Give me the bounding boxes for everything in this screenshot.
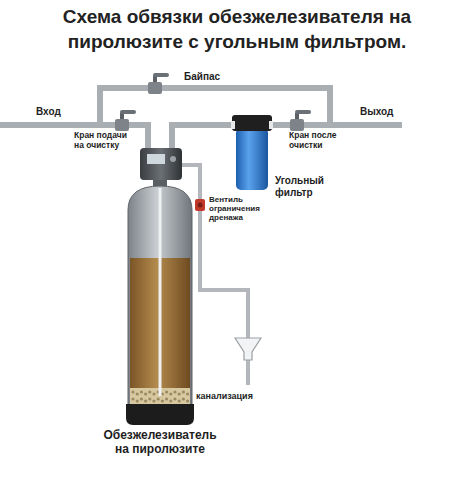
sewer-pipe (246, 358, 250, 385)
filter-cap (232, 115, 272, 131)
control-button (170, 156, 176, 162)
inlet-valve (115, 110, 136, 131)
filter-port (269, 121, 273, 129)
label-slot: Вход (36, 106, 80, 117)
filter-shape (231, 113, 273, 191)
part-label: Байпас (184, 71, 244, 82)
diagram-title: Схема обвязки обезжелезивателя на пиролю… (10, 4, 464, 54)
label-slot: Кран подачи на очистку (74, 131, 138, 150)
part-label: Вход (36, 106, 80, 117)
label-slot: Кран после очистки (289, 131, 351, 150)
part-label: Кран подачи на очистку (74, 131, 138, 150)
control-display (147, 154, 165, 164)
part-label: Кран после очистки (289, 131, 351, 150)
tank-body (128, 186, 192, 406)
label-slot: канализация (196, 391, 286, 401)
outlet-valve (290, 110, 311, 131)
bypass-valve (148, 73, 169, 94)
drain-funnel (235, 338, 261, 360)
carbon-filter: Угольный фильтр (231, 113, 273, 191)
node-label: Обезжелезиватель на пиролюзите (95, 429, 225, 457)
label-slot: Байпас (184, 71, 244, 82)
tank-base (126, 404, 194, 425)
iron-removal-tank: Обезжелезиватель на пиролюзите (95, 148, 225, 457)
node-label: Угольный фильтр (275, 175, 335, 198)
drain-valve (195, 199, 205, 211)
riser-tube (159, 188, 162, 396)
part-label: Вентиль ограничения дренажа (209, 196, 273, 223)
pipe-connector (172, 125, 231, 148)
label-slot: Вентиль ограничения дренажа (209, 196, 273, 223)
control-head (140, 148, 182, 180)
part-label: Выход (360, 106, 416, 117)
part-label: канализация (196, 391, 286, 401)
tank-shape (95, 148, 225, 425)
filter-housing (236, 128, 268, 190)
filter-port (231, 121, 235, 129)
label-slot: Выход (360, 106, 416, 117)
title-slot: Схема обвязки обезжелезивателя на пиролю… (10, 4, 464, 54)
